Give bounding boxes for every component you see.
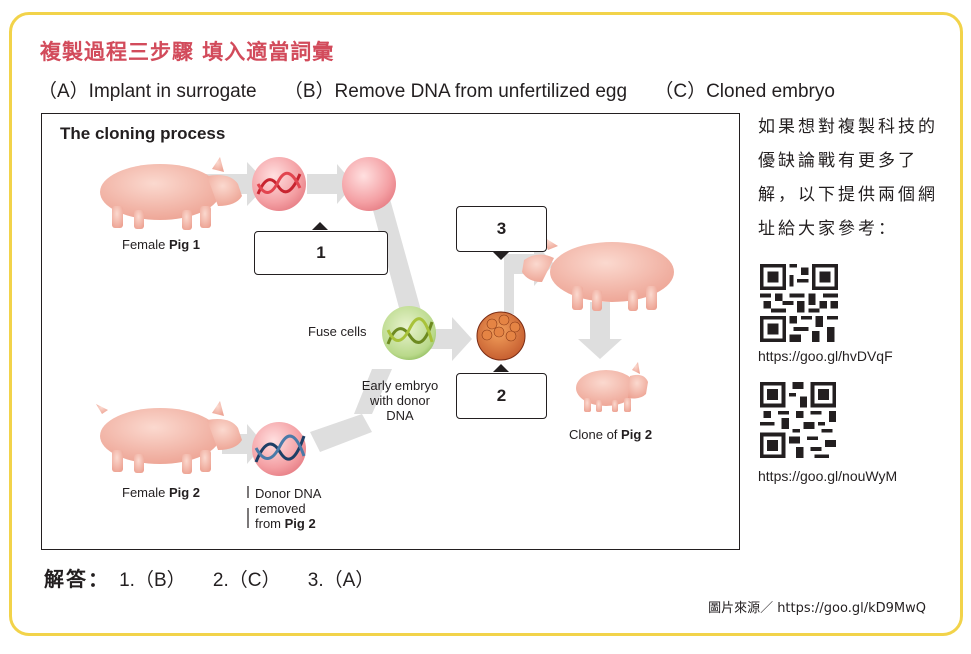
answer-item-3: 3.（A） — [307, 570, 375, 591]
page-title: 複製過程三步驟 填入適當詞彙 — [40, 39, 335, 64]
qr-code-2-icon — [760, 382, 836, 462]
cloning-diagram: The cloning process Female Pig 1 Female … — [41, 113, 740, 550]
option-b: （B）Remove DNA from unfertilized egg — [283, 81, 628, 102]
answer-item-2: 2.（C） — [212, 570, 281, 591]
box3-pointer — [493, 252, 509, 260]
donor-dna-cell-illustration — [252, 422, 306, 476]
surrogate-pig-illustration — [522, 236, 674, 311]
answer-box-2[interactable]: 2 — [456, 373, 547, 419]
box1-pointer — [312, 222, 328, 230]
clone-piglet-illustration — [576, 362, 648, 412]
image-source: 圖片來源／ https://goo.gl/kD9MwQ — [708, 601, 926, 616]
clone-label: Clone of Pig 2 — [569, 427, 653, 442]
donor-dna-label: Donor DNA removed from Pig 2 — [255, 486, 322, 531]
answer-item-1: 1.（B） — [119, 570, 186, 591]
diagram-graphics — [96, 157, 674, 528]
qr-code-1-icon — [760, 264, 838, 346]
box2-pointer — [493, 364, 509, 372]
early-embryo-illustration — [476, 311, 526, 361]
fuse-cells-label: Fuse cells — [308, 324, 367, 339]
diagram-title: The cloning process — [60, 124, 226, 143]
fused-cell-illustration — [382, 306, 436, 360]
early-embryo-label: Early embryo with donor DNA — [361, 378, 439, 423]
female-pig-1-illustration — [100, 157, 242, 230]
answer-options: （A）Implant in surrogate （B）Remove DNA fr… — [38, 76, 857, 103]
female-pig-1-label: Female Pig 1 — [122, 237, 201, 252]
female-pig-2-label: Female Pig 2 — [122, 485, 201, 500]
answer-line: 解答： 1.（B） 2.（C） 3.（A） — [44, 563, 396, 592]
female-pig-2-illustration — [96, 401, 242, 474]
answer-box-3[interactable]: 3 — [456, 206, 547, 252]
option-c: （C）Cloned embryo — [654, 81, 835, 102]
enucleated-egg-illustration — [342, 157, 396, 211]
option-a: （A）Implant in surrogate — [38, 81, 257, 102]
link-1[interactable]: https://goo.gl/hvDVqF — [758, 348, 893, 364]
egg-with-dna-illustration — [252, 157, 306, 211]
side-note: 如果想對複製科技的優缺論戰有更多了解，以下提供兩個網址給大家參考： — [758, 117, 938, 239]
answer-label: 解答： — [44, 567, 110, 591]
answer-box-1[interactable]: 1 — [254, 231, 388, 275]
link-2[interactable]: https://goo.gl/nouWyM — [758, 468, 898, 484]
